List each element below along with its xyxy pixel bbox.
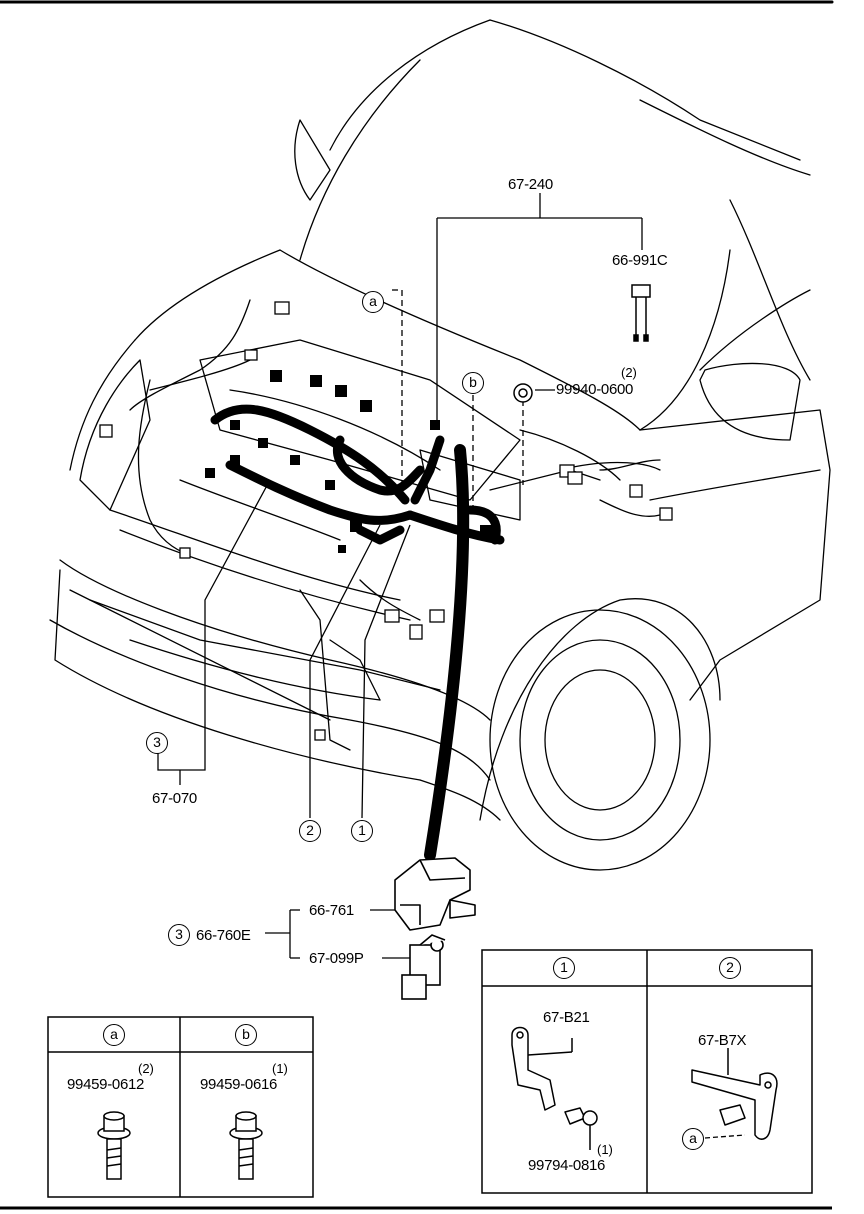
label-67-b21: 67-B21 xyxy=(543,1009,590,1026)
callout-3-battery: 3 xyxy=(168,924,190,946)
label-66-760e: 66-760E xyxy=(196,927,251,944)
detail-head-b: b xyxy=(235,1024,257,1046)
detail-head-1: 1 xyxy=(553,957,575,979)
qty-99940: (2) xyxy=(621,365,637,380)
callout-1: 1 xyxy=(351,820,373,842)
label-99794-0816: 99794-0816 xyxy=(528,1157,606,1174)
qty-bolt-b: (1) xyxy=(272,1061,288,1076)
label-66-991c: 66-991C xyxy=(612,252,668,269)
label-99459-0616: 99459-0616 xyxy=(200,1076,278,1093)
callout-b: b xyxy=(462,372,484,394)
label-67-b7x: 67-B7X xyxy=(698,1032,747,1049)
label-99459-0612: 99459-0612 xyxy=(67,1076,145,1093)
callout-a: a xyxy=(362,291,384,313)
detail-head-a: a xyxy=(103,1024,125,1046)
qty-bolt-a: (2) xyxy=(138,1061,154,1076)
callout-3: 3 xyxy=(146,732,168,754)
label-99940-0600: 99940-0600 xyxy=(556,381,634,398)
qty-bolt-1: (1) xyxy=(597,1142,613,1157)
callout-2: 2 xyxy=(299,820,321,842)
label-67-099p: 67-099P xyxy=(309,950,364,967)
detail-ref-a: a xyxy=(682,1128,704,1150)
detail-head-2: 2 xyxy=(719,957,741,979)
label-66-761: 66-761 xyxy=(309,902,354,919)
label-67-070: 67-070 xyxy=(152,790,197,807)
label-67-240: 67-240 xyxy=(508,176,553,193)
